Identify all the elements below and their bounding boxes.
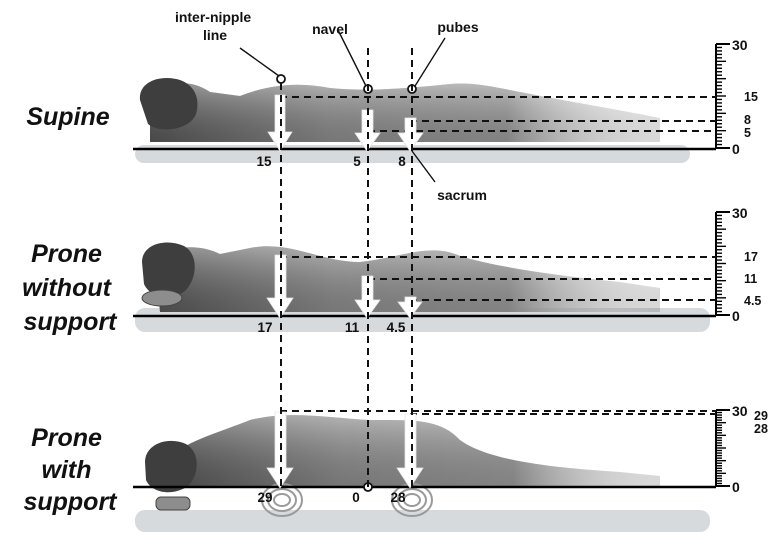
prone-without-scale-tick-4-5: 4.5 (744, 294, 761, 308)
navel-pointer (338, 30, 366, 86)
inter-nipple-pointer (240, 48, 279, 76)
pubes-pointer (415, 38, 445, 86)
supine-scale-tick-15: 15 (744, 90, 758, 104)
supine-value-pubes: 8 (398, 154, 406, 169)
prone-with-value-navel: 0 (352, 490, 360, 505)
prone-without-scale-top: 30 (732, 205, 748, 221)
panel-prone-without-support: Prone without support 30 0 17 11 4.5 (22, 205, 761, 336)
supine-height-scale: 30 0 15 8 5 (716, 37, 758, 157)
pubes-label: pubes (437, 19, 478, 35)
supine-scale-bottom: 0 (732, 141, 740, 157)
navel-label: navel (312, 21, 348, 37)
prone-without-scale-bottom: 0 (732, 308, 740, 324)
prone-without-height-scale: 30 0 17 11 4.5 (716, 205, 761, 324)
prone-with-scale-tick-28: 28 (754, 422, 768, 436)
panel-prone-with-support: Prone with support (23, 403, 767, 532)
prone-with-value-inter-nipple: 29 (257, 490, 272, 505)
supine-value-inter-nipple: 15 (256, 154, 272, 169)
prone-without-value-navel: 11 (345, 320, 360, 335)
prone-with-value-pubes: 28 (390, 490, 406, 505)
supine-scale-tick-8: 8 (744, 113, 751, 127)
sacrum-label: sacrum (437, 187, 487, 203)
prone-without-value-pubes: 4.5 (387, 320, 406, 335)
prone-with-scale-tick-29: 29 (754, 409, 768, 423)
prone-without-value-inter-nipple: 17 (257, 320, 272, 335)
panel-title-prone-without-support: Prone without support (22, 240, 118, 336)
panel-title-prone-with-support: Prone with support (23, 424, 118, 516)
inter-nipple-label: inter-nipple line (175, 9, 255, 43)
prone-with-scale-top: 30 (732, 403, 748, 419)
prone-with-height-scale: 30 0 29 28 (716, 403, 768, 495)
panel-supine: Supine 30 0 15 8 5 (26, 9, 758, 203)
supine-value-navel: 5 (353, 154, 361, 169)
head-support-pad (156, 497, 190, 510)
supine-body-figure (140, 78, 660, 142)
prone-without-body-figure (142, 243, 660, 312)
supine-scale-top: 30 (732, 37, 748, 53)
prone-without-scale-tick-17: 17 (744, 250, 758, 264)
supine-scale-tick-5: 5 (744, 126, 751, 140)
prone-without-scale-tick-11: 11 (744, 272, 757, 286)
prone-with-scale-bottom: 0 (732, 479, 740, 495)
panel-title-supine: Supine (26, 103, 109, 131)
